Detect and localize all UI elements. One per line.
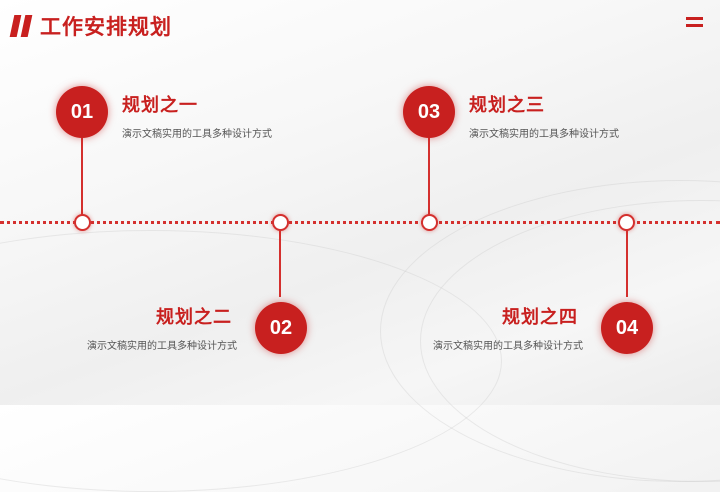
timeline-node-04 [618,214,635,231]
timeline-node-03 [421,214,438,231]
number-badge-03: 03 [403,86,455,138]
connector-03 [428,138,430,216]
header: 工作安排规划 [9,11,172,41]
connector-04 [626,229,628,297]
number-badge-02: 02 [255,302,307,354]
connector-02 [279,229,281,297]
number-badge-01: 01 [56,86,108,138]
item-desc-03: 演示文稿实用的工具多种设计方式 [469,129,619,140]
item-title-03: 规划之三 [469,95,545,116]
number-badge-04: 04 [601,302,653,354]
menu-icon[interactable] [686,17,703,31]
item-title-02: 规划之二 [156,307,232,328]
timeline-line [0,221,720,224]
timeline-node-01 [74,214,91,231]
page-title: 工作安排规划 [40,15,172,39]
item-desc-04: 演示文稿实用的工具多种设计方式 [433,341,583,352]
item-desc-02: 演示文稿实用的工具多种设计方式 [87,341,237,352]
connector-01 [81,138,83,216]
slash-logo-icon [9,15,33,37]
item-title-04: 规划之四 [502,307,578,328]
item-title-01: 规划之一 [122,95,198,116]
timeline-node-02 [272,214,289,231]
item-desc-01: 演示文稿实用的工具多种设计方式 [122,129,272,140]
